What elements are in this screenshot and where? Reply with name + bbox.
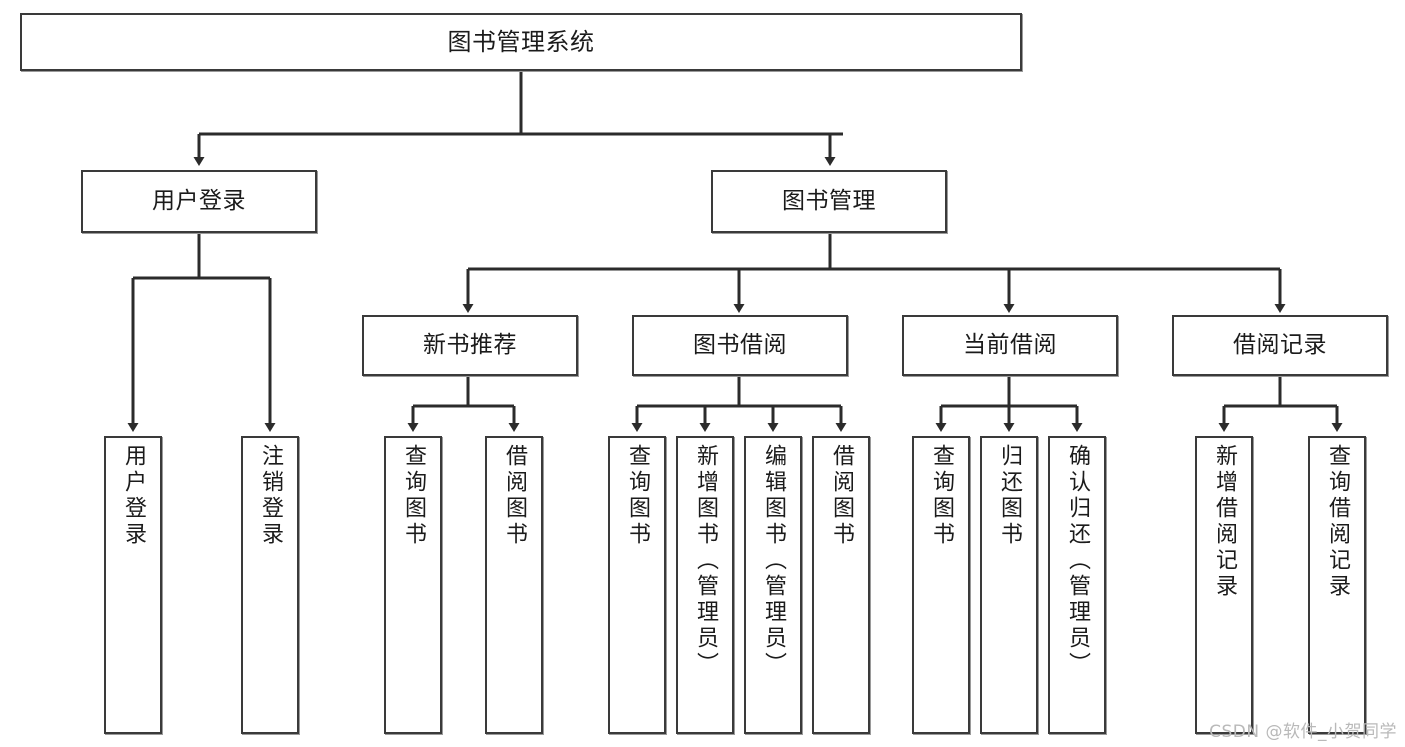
node-leaf-user-login[interactable]: 用户登录 <box>104 436 162 734</box>
node-book-borrow[interactable]: 图书借阅 <box>632 315 848 376</box>
node-borrow-record-label: 借阅记录 <box>1233 331 1327 358</box>
node-new-book-rec-label: 新书推荐 <box>423 331 517 358</box>
node-leaf-add-book-label: 新增图书（管理员） <box>693 444 718 678</box>
node-leaf-query-record[interactable]: 查询借阅记录 <box>1308 436 1366 734</box>
csdn-watermark: CSDN @软件_小贺同学 <box>1209 722 1397 742</box>
node-leaf-query-book-1-label: 查询图书 <box>401 444 426 548</box>
node-leaf-query-book-3-label: 查询图书 <box>929 444 954 548</box>
node-root[interactable]: 图书管理系统 <box>20 13 1022 71</box>
node-leaf-logout[interactable]: 注销登录 <box>241 436 299 734</box>
node-borrow-record[interactable]: 借阅记录 <box>1172 315 1388 376</box>
node-leaf-borrow-book-1-label: 借阅图书 <box>502 444 527 548</box>
node-leaf-confirm-return[interactable]: 确认归还（管理员） <box>1048 436 1106 734</box>
node-leaf-query-record-label: 查询借阅记录 <box>1325 444 1350 600</box>
node-leaf-add-book[interactable]: 新增图书（管理员） <box>676 436 734 734</box>
node-leaf-borrow-book-1[interactable]: 借阅图书 <box>485 436 543 734</box>
node-leaf-logout-label: 注销登录 <box>258 444 283 548</box>
node-leaf-edit-book-label: 编辑图书（管理员） <box>761 444 786 678</box>
node-leaf-confirm-return-label: 确认归还（管理员） <box>1065 444 1090 678</box>
node-book-manage[interactable]: 图书管理 <box>711 170 947 233</box>
node-leaf-add-record[interactable]: 新增借阅记录 <box>1195 436 1253 734</box>
node-user-login[interactable]: 用户登录 <box>81 170 317 233</box>
node-leaf-query-book-1[interactable]: 查询图书 <box>384 436 442 734</box>
node-leaf-query-book-3[interactable]: 查询图书 <box>912 436 970 734</box>
node-leaf-borrow-book-2-label: 借阅图书 <box>829 444 854 548</box>
node-leaf-query-book-2[interactable]: 查询图书 <box>608 436 666 734</box>
node-new-book-rec[interactable]: 新书推荐 <box>362 315 578 376</box>
node-book-borrow-label: 图书借阅 <box>693 331 787 358</box>
node-leaf-user-login-label: 用户登录 <box>121 444 146 548</box>
node-root-label: 图书管理系统 <box>447 27 595 56</box>
node-leaf-edit-book[interactable]: 编辑图书（管理员） <box>744 436 802 734</box>
node-book-manage-label: 图书管理 <box>782 187 876 214</box>
node-leaf-borrow-book-2[interactable]: 借阅图书 <box>812 436 870 734</box>
node-leaf-return-book-label: 归还图书 <box>997 444 1022 548</box>
node-leaf-add-record-label: 新增借阅记录 <box>1212 444 1237 600</box>
node-leaf-return-book[interactable]: 归还图书 <box>980 436 1038 734</box>
node-current-borrow[interactable]: 当前借阅 <box>902 315 1118 376</box>
node-user-login-label: 用户登录 <box>152 187 246 214</box>
node-leaf-query-book-2-label: 查询图书 <box>625 444 650 548</box>
node-current-borrow-label: 当前借阅 <box>963 331 1057 358</box>
